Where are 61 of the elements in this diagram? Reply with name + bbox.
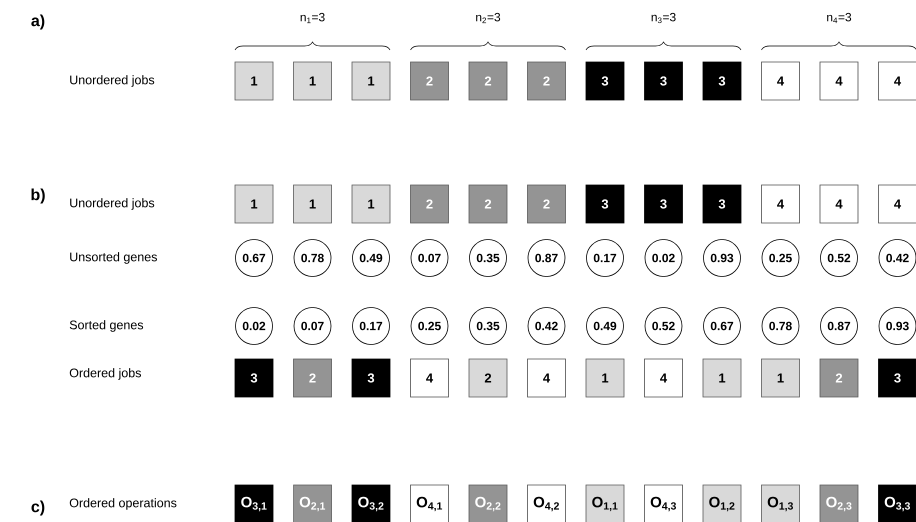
job-box: 3 <box>644 62 683 100</box>
job-box: 2 <box>293 358 332 398</box>
job-box: 4 <box>410 358 449 398</box>
job-box: 1 <box>352 184 390 224</box>
panel-letter: b) <box>32 188 45 204</box>
job-box: 4 <box>761 62 800 100</box>
panel-letter: a) <box>31 14 44 30</box>
job-box: 3 <box>586 62 624 100</box>
job-box: 4 <box>644 358 683 398</box>
row-label: Unordered jobs <box>70 75 154 87</box>
job-box: 4 <box>878 62 916 100</box>
job-box: 4 <box>878 184 916 224</box>
job-box: 2 <box>468 184 508 224</box>
operation-box: O$_{1,1}$ <box>586 484 624 522</box>
job-box: 3 <box>644 184 683 224</box>
operation-box: O$_{4,1}$ <box>410 484 449 522</box>
row-label: Unordered jobs <box>70 198 154 210</box>
row-label: Ordered jobs <box>70 368 141 380</box>
group-size: n$_{4}$=3 <box>827 12 852 24</box>
group-size: n$_{3}$=3 <box>652 12 676 24</box>
job-box: 1 <box>234 184 274 224</box>
job-box: 2 <box>820 358 858 398</box>
operation-box: O$_{3,1}$ <box>234 484 274 522</box>
operation-box: O$_{4,3}$ <box>644 484 683 522</box>
job-box: 4 <box>527 358 566 398</box>
row-label: Sorted genes <box>70 320 144 332</box>
job-box: 4 <box>761 184 800 224</box>
job-box: 1 <box>234 62 274 100</box>
operation-box: O$_{2,3}$ <box>820 484 858 522</box>
job-box: 3 <box>586 184 624 224</box>
row-label: Unsorted genes <box>70 252 157 264</box>
job-box: 3 <box>702 62 742 100</box>
operation-box: O$_{3,2}$ <box>352 484 390 522</box>
job-box: 2 <box>410 62 449 100</box>
job-box: 4 <box>820 184 858 224</box>
operation-box: O$_{2,1}$ <box>293 484 332 522</box>
job-box: 4 <box>820 62 858 100</box>
job-box: 1 <box>761 358 800 398</box>
group-size: n$_{2}$=3 <box>476 12 500 24</box>
panel-letter: c) <box>32 500 44 516</box>
job-box: 3 <box>878 358 916 398</box>
operation-box: O$_{3,3}$ <box>878 484 916 522</box>
row-label: Ordered operations <box>70 498 176 510</box>
job-box: 3 <box>352 358 390 398</box>
job-box: 1 <box>352 62 390 100</box>
job-box: 3 <box>234 358 274 398</box>
operation-box: O$_{1,3}$ <box>761 484 800 522</box>
job-box: 1 <box>293 62 332 100</box>
operation-box: O$_{2,2}$ <box>468 484 508 522</box>
job-box: 2 <box>527 184 566 224</box>
job-box: 1 <box>586 358 624 398</box>
job-box: 2 <box>468 62 508 100</box>
job-box: 1 <box>702 358 742 398</box>
operation-box: O$_{4,2}$ <box>527 484 566 522</box>
job-box: 2 <box>468 358 508 398</box>
job-box: 3 <box>702 184 742 224</box>
operation-box: O$_{1,2}$ <box>702 484 742 522</box>
job-box: 2 <box>527 62 566 100</box>
job-box: 2 <box>410 184 449 224</box>
job-box: 1 <box>293 184 332 224</box>
group-size: n$_{1}$=3 <box>300 12 325 24</box>
